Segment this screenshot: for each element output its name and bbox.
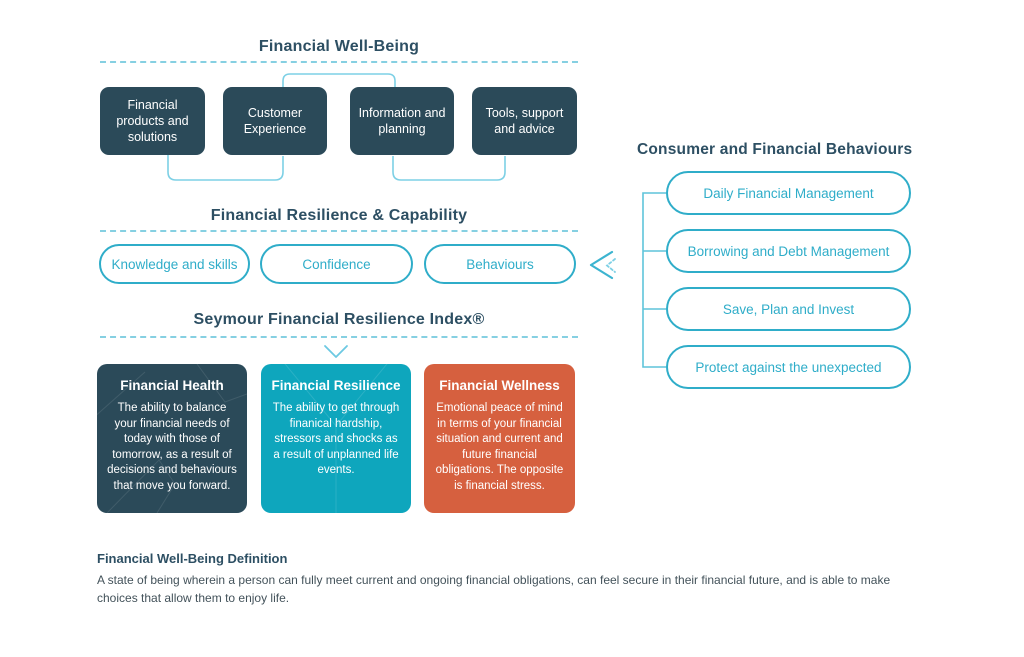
card-title: Financial Health (120, 378, 224, 393)
connector-arc-top (282, 73, 396, 88)
pill-borrowing-debt-management: Borrowing and Debt Management (666, 229, 911, 273)
resilience-index-title: Seymour Financial Resilience Index® (193, 311, 485, 328)
pillar-tools-support: Tools, support and advice (472, 87, 577, 155)
pill-behaviours: Behaviours (424, 244, 576, 284)
card-financial-health: Financial Health The ability to balance … (97, 364, 247, 513)
behaviours-panel-title: Consumer and Financial Behaviours (637, 141, 913, 158)
card-body: The ability to get through finanical har… (272, 402, 400, 477)
resilience-capability-title: Financial Resilience & Capability (210, 207, 468, 224)
pillar-financial-products: Financial products and solutions (100, 87, 205, 155)
pillar-label: Customer Experience (243, 106, 307, 136)
pill-daily-financial-management: Daily Financial Management (666, 171, 911, 215)
well-being-title: Financial Well-Being (258, 38, 420, 55)
pillar-label: Information and planning (358, 106, 446, 136)
pill-confidence: Confidence (260, 244, 413, 284)
pillar-label: Tools, support and advice (485, 106, 564, 136)
definition-title: Financial Well-Being Definition (97, 551, 288, 566)
dashed-divider (100, 336, 578, 338)
pillar-information-planning: Information and planning (350, 87, 454, 155)
card-body: Emotional peace of mind in terms of your… (435, 402, 564, 492)
connector-u-left (167, 155, 284, 181)
chevron-down-icon (324, 345, 348, 358)
pill-protect-against-unexpected: Protect against the unexpected (666, 345, 911, 389)
pill-knowledge-and-skills: Knowledge and skills (99, 244, 250, 284)
pillar-label: Financial products and solutions (116, 98, 189, 144)
pill-save-plan-invest: Save, Plan and Invest (666, 287, 911, 331)
card-financial-resilience: Financial Resilience The ability to get … (261, 364, 411, 513)
connector-u-right (392, 156, 506, 181)
card-body: The ability to balance your financial ne… (107, 402, 237, 492)
card-financial-wellness: Financial Wellness Emotional peace of mi… (424, 364, 575, 513)
behaviours-bracket-line (642, 192, 666, 368)
chevron-left-small-icon (605, 258, 616, 273)
chevron-left-icon (589, 250, 614, 280)
definition-body: A state of being wherein a person can fu… (97, 573, 891, 605)
dashed-divider (100, 61, 578, 63)
card-title: Financial Resilience (271, 378, 401, 393)
card-title: Financial Wellness (439, 378, 560, 393)
dashed-divider (100, 230, 578, 232)
pillar-customer-experience: Customer Experience (223, 87, 327, 155)
